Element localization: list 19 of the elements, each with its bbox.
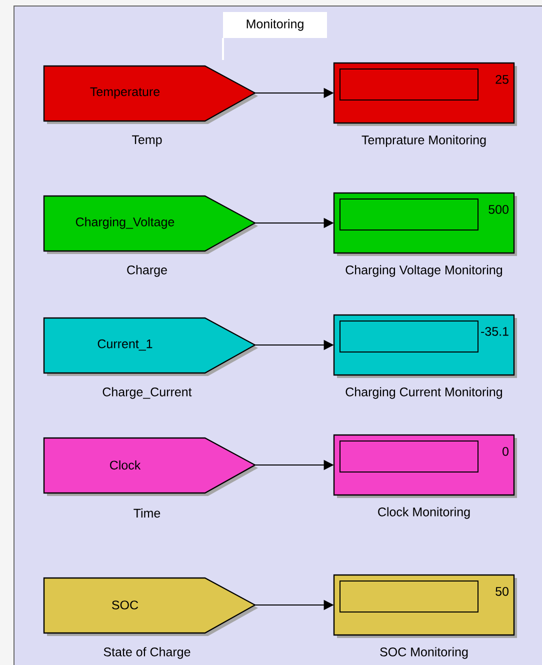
block-label: State of Charge [104,647,190,659]
block-label: Charging Voltage Monitoring [346,265,502,277]
block-label: Time [134,508,160,518]
block-label: Temprature Monitoring [362,135,486,147]
source-block: Clock [43,437,258,496]
block-label: SOC Monitoring [380,647,468,659]
source-block: Temperature [43,65,258,124]
block-label: Clock Monitoring [378,507,470,519]
display-block: 0 [333,434,517,498]
source-block: Charging_Voltage [43,195,258,254]
block-label: Temp [132,135,162,147]
display-block: -35.1 [333,314,517,378]
display-block: 500 [333,192,517,256]
title-label: Monitoring [222,12,327,60]
display-block: 50 [333,574,517,638]
display-block: 25 [333,62,517,126]
block-label: Charge_Current [102,387,192,399]
block-label: Charging Current Monitoring [346,387,502,399]
block-label: Charge [127,265,167,277]
